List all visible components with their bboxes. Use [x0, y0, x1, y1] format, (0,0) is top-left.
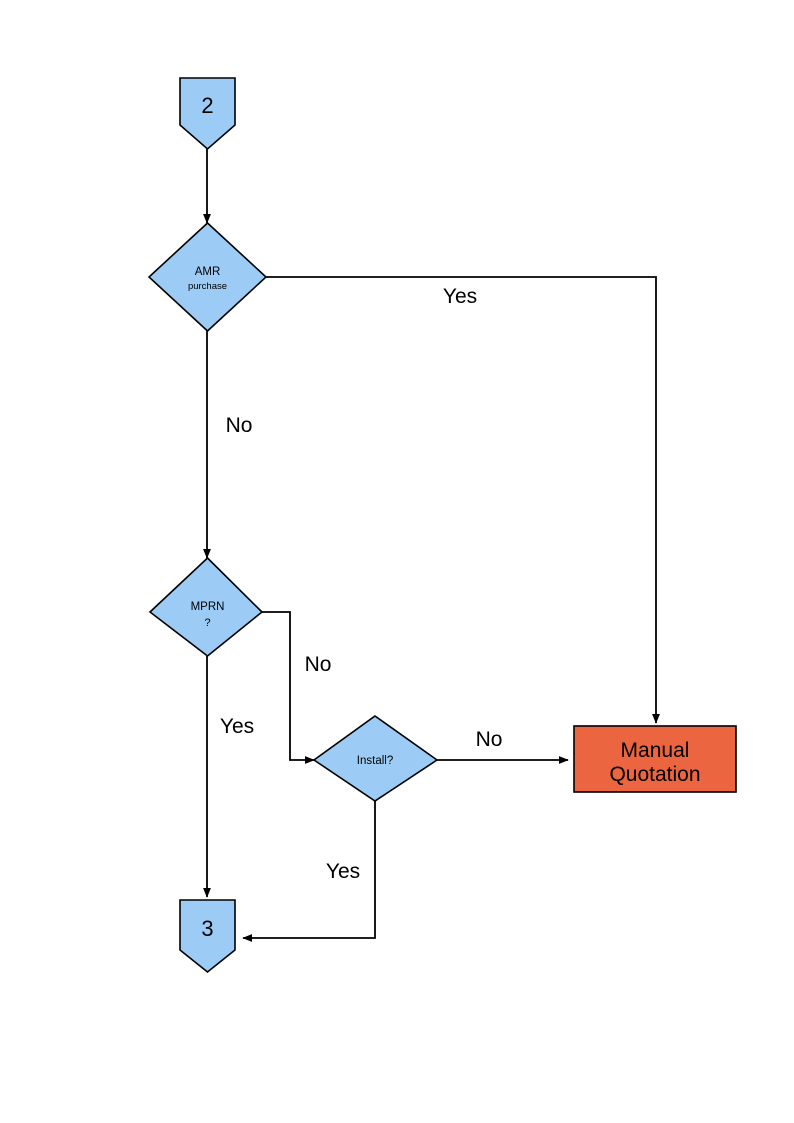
manual-quotation-label-line2: Quotation	[609, 763, 700, 786]
node-decision-amr[interactable]: AMR purchase	[147, 221, 268, 333]
decision-mprn-label-line1: MPRN	[191, 601, 225, 613]
edge-label-amr-no: No	[226, 414, 253, 437]
edge-mprn-no-to-install	[262, 611, 315, 764]
edge-label-mprn-no: No	[305, 653, 332, 676]
decision-amr-label-line2: purchase	[188, 281, 227, 292]
decision-install-label: Install?	[357, 755, 393, 767]
manual-quotation-label-line1: Manual	[621, 739, 690, 762]
edge-label-mprn-yes: Yes	[220, 715, 254, 738]
edge-amr-yes-to-manual-quotation	[266, 276, 660, 724]
decision-mprn-shape	[148, 556, 264, 658]
connector-out-shape	[179, 899, 236, 974]
connector-in-shape	[179, 77, 236, 151]
edge-install-yes-to-connector-out	[242, 801, 376, 942]
decision-amr-label-line1: AMR	[195, 266, 221, 278]
edge-label-amr-yes: Yes	[443, 285, 477, 308]
node-connector-out[interactable]: 3	[179, 899, 236, 974]
decision-amr-shape	[147, 221, 268, 333]
node-decision-install[interactable]: Install?	[312, 715, 439, 802]
node-connector-in[interactable]: 2	[179, 77, 236, 151]
edge-label-install-yes: Yes	[326, 860, 360, 883]
node-manual-quotation[interactable]: Manual Quotation	[573, 725, 737, 793]
connector-out-label: 3	[201, 916, 213, 941]
connector-in-label: 2	[201, 93, 213, 118]
node-decision-mprn[interactable]: MPRN ?	[148, 556, 264, 658]
manual-quotation-shape	[573, 725, 737, 793]
decision-install-shape	[312, 715, 439, 802]
edge-label-install-no: No	[476, 728, 503, 751]
decision-mprn-label-line2: ?	[204, 617, 210, 629]
